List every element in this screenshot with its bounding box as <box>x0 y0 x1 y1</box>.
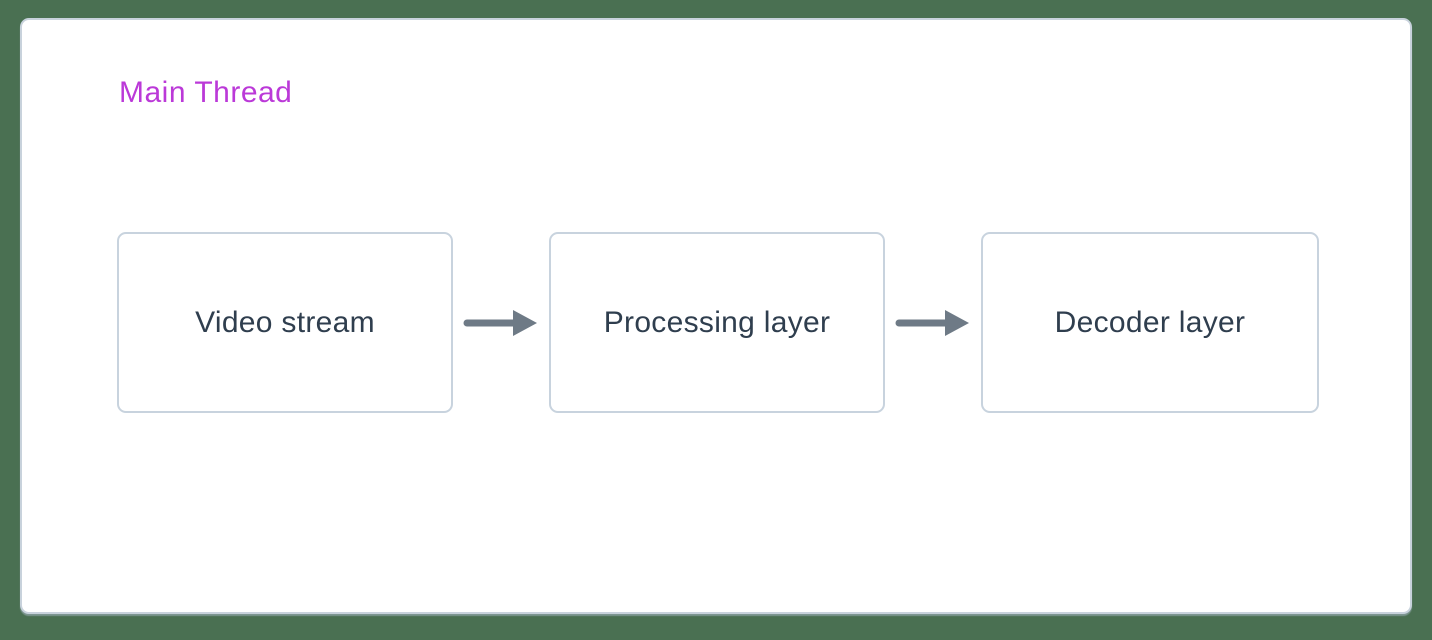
node-decoder-layer: Decoder layer <box>981 232 1319 413</box>
arrow-right-icon <box>895 309 969 336</box>
node-label: Processing layer <box>603 305 831 339</box>
flowchart-row: Video stream Processing layer Decoder la… <box>117 232 1319 413</box>
edge-video-to-processing <box>453 303 549 343</box>
node-video-stream: Video stream <box>117 232 453 413</box>
diagram-title: Main Thread <box>119 76 293 109</box>
main-thread-panel: Main Thread Video stream Processing laye… <box>20 18 1412 614</box>
node-label: Video stream <box>195 305 375 339</box>
node-label: Decoder layer <box>1054 305 1246 339</box>
arrow-right-icon <box>463 309 537 336</box>
edge-processing-to-decoder <box>885 303 981 343</box>
node-processing-layer: Processing layer <box>549 232 885 413</box>
